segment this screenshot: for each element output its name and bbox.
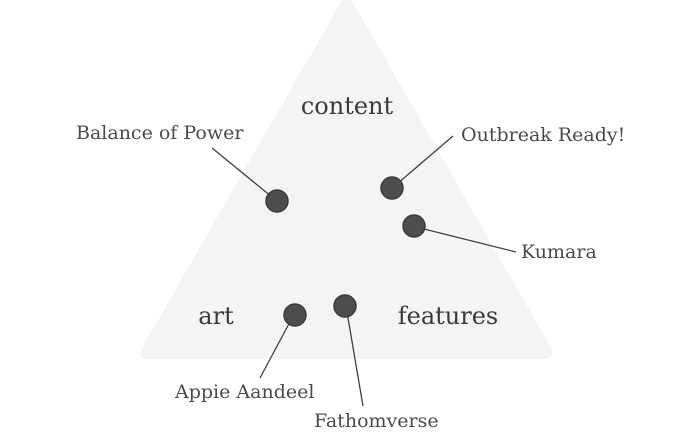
- label-outbreak-ready: Outbreak Ready!: [461, 124, 625, 146]
- leader-line-kumara: [419, 227, 517, 253]
- point-outbreak-ready: [380, 176, 404, 200]
- point-kumara: [402, 214, 426, 238]
- leader-line-outbreak-ready: [396, 135, 454, 185]
- point-fathomverse: [333, 294, 357, 318]
- triangle-background: [140, 0, 553, 359]
- corner-label-art: art: [198, 302, 234, 330]
- leader-line-appie-aandeel: [259, 319, 292, 379]
- label-fathomverse: Fathomverse: [314, 410, 439, 432]
- label-balance-of-power: Balance of Power: [76, 122, 244, 144]
- corner-label-content: content: [301, 92, 394, 120]
- leader-line-fathomverse: [346, 311, 364, 407]
- point-balance-of-power: [265, 189, 289, 213]
- point-appie-aandeel: [283, 303, 307, 327]
- label-kumara: Kumara: [521, 241, 597, 263]
- corner-label-features: features: [398, 302, 499, 330]
- label-appie-aandeel: Appie Aandeel: [174, 381, 314, 403]
- leader-line-balance-of-power: [211, 147, 273, 198]
